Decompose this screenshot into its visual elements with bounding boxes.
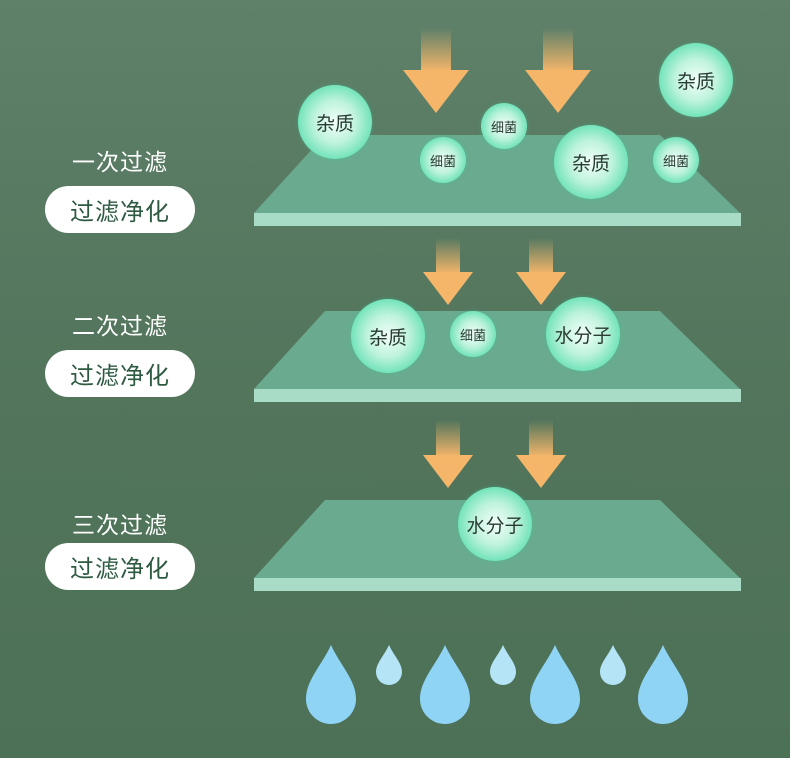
bacteria-bubble: 细菌: [450, 311, 496, 357]
impurity-bubble: 杂质: [351, 299, 425, 373]
arrow-down-icon: [423, 420, 473, 488]
filter-layer-2: [254, 311, 740, 389]
bacteria-bubble: 细菌: [653, 137, 699, 183]
small-water-drop-icon: [490, 645, 516, 685]
stage-title-3: 三次过滤: [72, 513, 168, 539]
bacteria-bubble: 细菌: [481, 103, 527, 149]
small-water-drop-icon: [600, 645, 626, 685]
stage-badge-1: 过滤净化: [45, 186, 195, 233]
stage-title-2: 二次过滤: [72, 314, 168, 340]
small-water-drop-icon: [376, 645, 402, 685]
arrow-down-icon: [516, 238, 566, 305]
stage-badge-2: 过滤净化: [45, 350, 195, 397]
filter-layer-2-edge: [254, 389, 741, 402]
impurity-bubble: 杂质: [554, 125, 628, 199]
stage-badge-3: 过滤净化: [45, 543, 195, 590]
impurity-bubble: 杂质: [659, 43, 733, 117]
water-molecule-bubble: 水分子: [458, 487, 532, 561]
stage-title-1: 一次过滤: [72, 150, 168, 176]
water-drop-icon: [638, 645, 688, 724]
filter-layer-1-edge: [254, 213, 741, 226]
filter-layer-3-edge: [254, 578, 741, 591]
water-drop-icon: [530, 645, 580, 724]
bacteria-bubble: 细菌: [420, 137, 466, 183]
impurity-bubble: 杂质: [298, 85, 372, 159]
arrow-down-icon: [423, 238, 473, 305]
arrow-down-icon: [516, 420, 566, 488]
water-drop-icon: [306, 645, 356, 724]
water-molecule-bubble: 水分子: [546, 297, 620, 371]
water-drop-icon: [420, 645, 470, 724]
arrow-down-icon: [525, 28, 591, 113]
arrow-down-icon: [403, 28, 469, 113]
